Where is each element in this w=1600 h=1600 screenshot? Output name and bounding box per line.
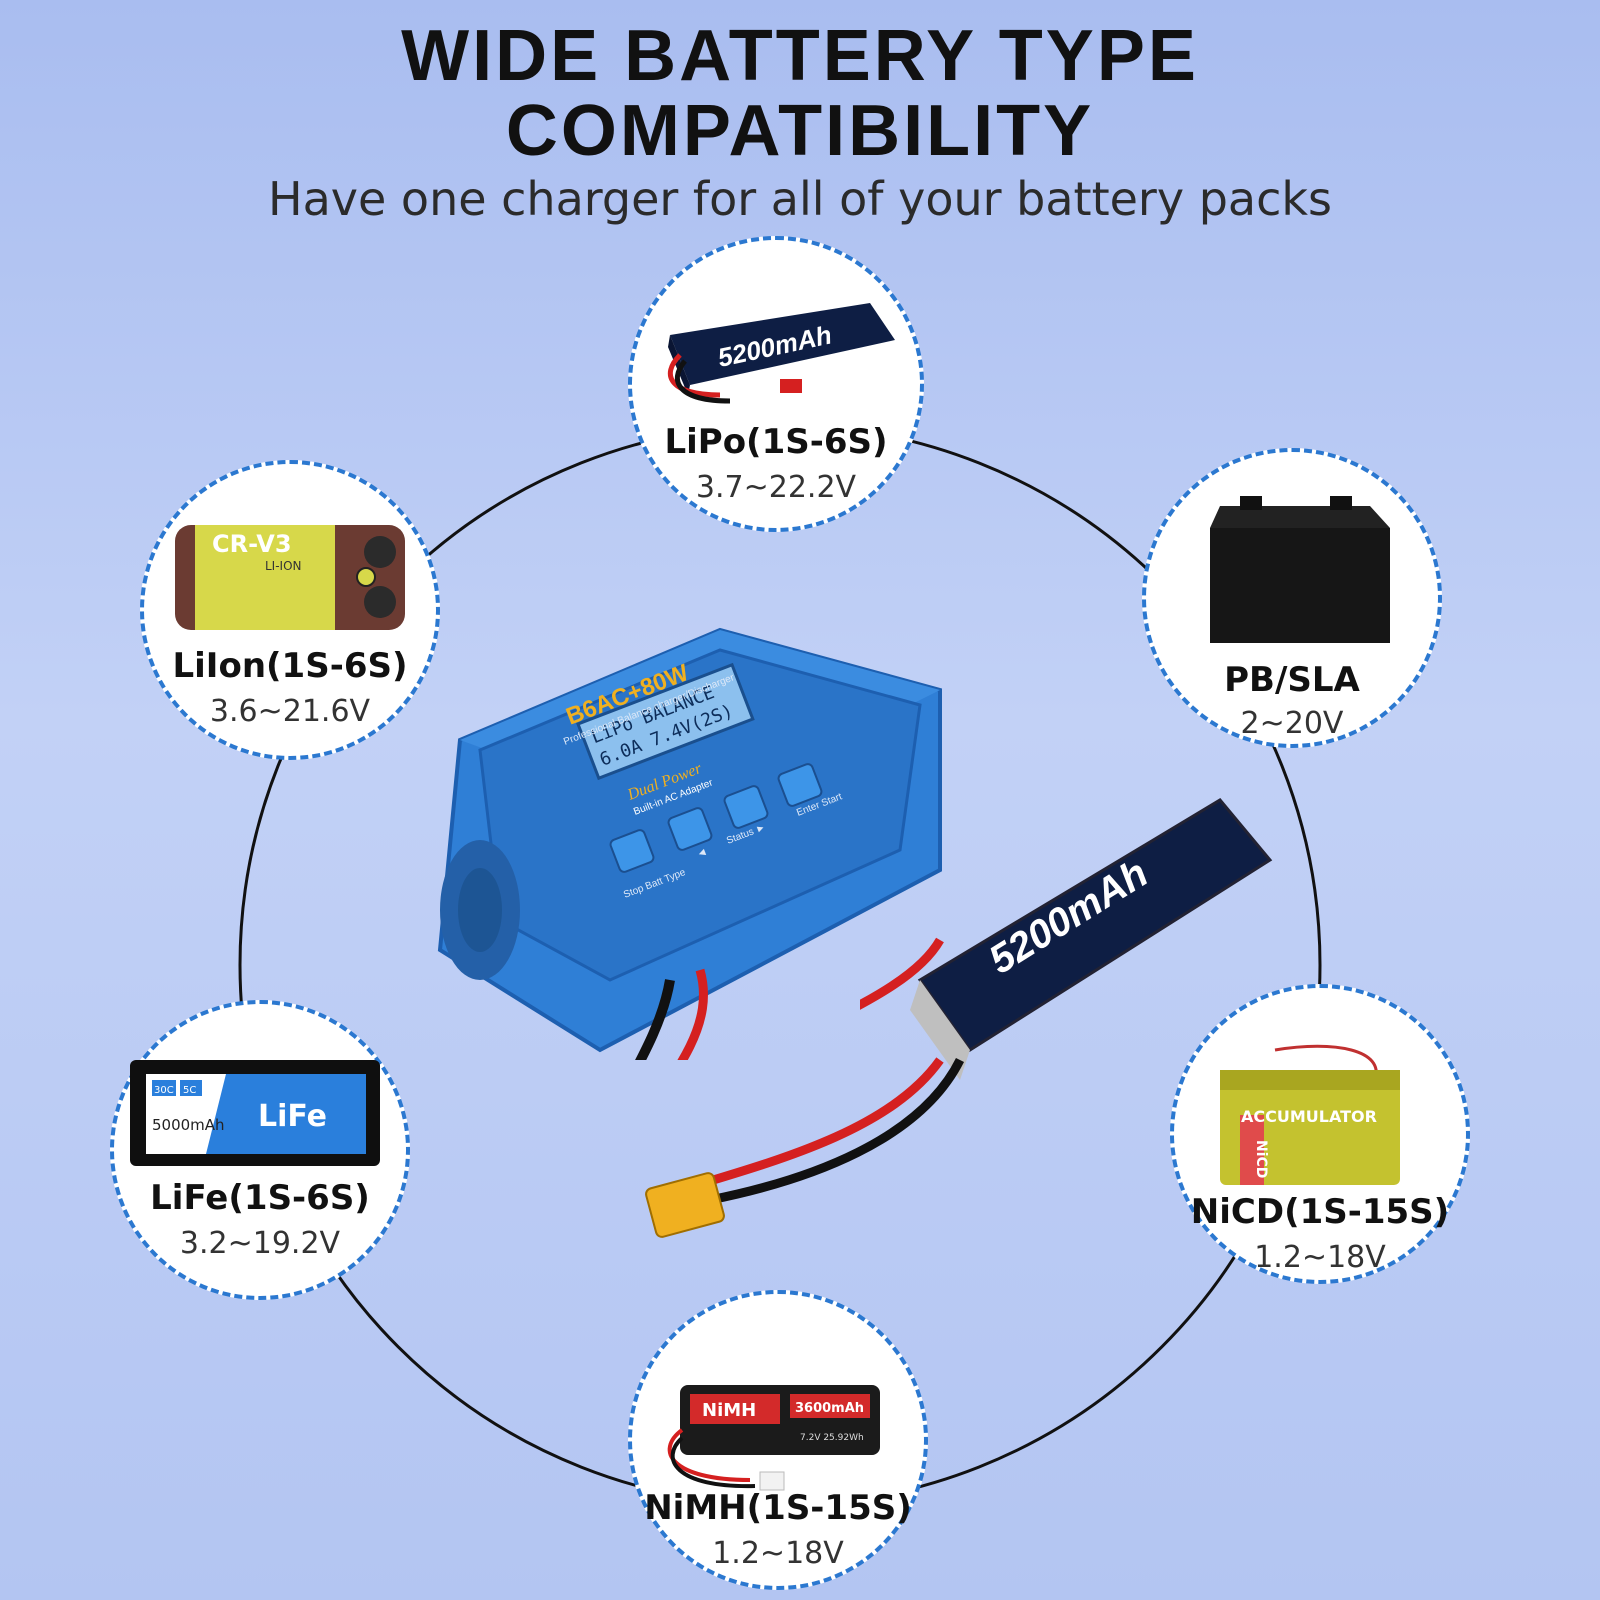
life-picture-capacity: 5000mAh	[152, 1116, 225, 1134]
charger-illustration: LiPo BALANCE 6.0A 7.4V(2S) B6AC+80W Prof…	[437, 627, 942, 1060]
nimh-voltage-label: 1.2~18V	[712, 1536, 844, 1571]
liion-picture-sublabel: LI-ION	[265, 559, 302, 573]
liion-voltage-label: 3.6~21.6V	[209, 694, 371, 729]
nimh-picture-spec: 7.2V 25.92Wh	[800, 1433, 864, 1443]
nimh-battery-picture: NiMH 3600mAh 7.2V 25.92Wh	[667, 1385, 880, 1491]
inc-button[interactable]	[723, 785, 769, 830]
nicd-battery-picture: ACCUMULATOR NiCD	[1220, 1044, 1400, 1185]
liion-type-label: LiIon(1S-6S)	[172, 646, 408, 686]
lipo-type-label: LiPo(1S-6S)	[664, 422, 888, 462]
dec-button[interactable]	[667, 807, 713, 852]
nimh-picture-capacity: 3600mAh	[795, 1401, 864, 1416]
nimh-type-label: NiMH(1S-15S)	[644, 1488, 912, 1528]
pbsla-battery-picture	[1210, 496, 1390, 643]
life-picture-rate-2: 5C	[183, 1085, 196, 1096]
life-type-label: LiFe(1S-6S)	[150, 1178, 370, 1218]
nimh-picture-label: NiMH	[702, 1400, 756, 1421]
enter-button[interactable]	[777, 763, 823, 808]
center-lipo-pack: 5200mAh	[860, 798, 1273, 1080]
page-title-line-1: WIDE BATTERY TYPE	[401, 16, 1199, 96]
dec-button-label: ◄	[695, 846, 709, 861]
nicd-type-label: NiCD(1S-15S)	[1190, 1192, 1450, 1232]
page-subtitle: Have one charger for all of your battery…	[268, 172, 1332, 226]
liion-picture-label: CR-V3	[212, 530, 292, 558]
nicd-picture-label: ACCUMULATOR	[1241, 1107, 1377, 1126]
life-voltage-label: 3.2~19.2V	[179, 1226, 341, 1261]
life-battery-picture: 30C 5C 5000mAh LiFe	[130, 1060, 380, 1166]
lipo-battery-picture: 5200mAh	[668, 303, 895, 404]
lipo-voltage-label: 3.7~22.2V	[695, 470, 857, 505]
center-wiring	[645, 1057, 965, 1238]
nicd-picture-side-label: NiCD	[1253, 1140, 1269, 1178]
pbsla-type-label: PB/SLA	[1224, 660, 1360, 700]
nicd-voltage-label: 1.2~18V	[1254, 1240, 1386, 1275]
stop-button[interactable]	[609, 829, 655, 874]
life-picture-rate-1: 30C	[154, 1085, 174, 1096]
liion-battery-picture: CR-V3 LI-ION	[175, 525, 405, 630]
page-title-line-2: COMPATIBILITY	[505, 91, 1095, 171]
pbsla-voltage-label: 2~20V	[1240, 706, 1344, 741]
life-picture-label: LiFe	[258, 1099, 327, 1134]
